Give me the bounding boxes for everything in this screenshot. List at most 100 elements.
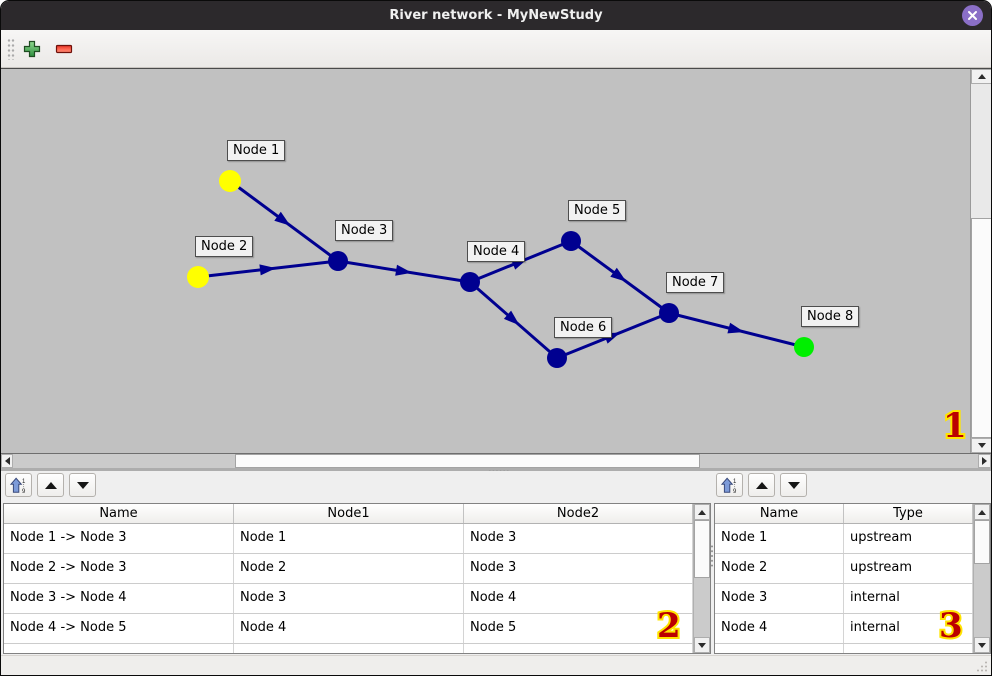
vertical-scroll-thumb[interactable] [971, 218, 991, 438]
table-cell[interactable]: Node 1 [715, 524, 844, 553]
table-cell[interactable]: Node 4 [464, 584, 693, 613]
horizontal-scroll-thumb[interactable] [235, 454, 700, 468]
nodes-sort-button[interactable]: 1 9 [716, 473, 743, 497]
nodes-move-down-button[interactable] [780, 473, 807, 497]
toolbar-drag-handle[interactable] [7, 38, 15, 60]
table-cell[interactable]: Node 3 -> Node 4 [4, 584, 234, 613]
vertical-scroll-thumb[interactable] [974, 520, 990, 564]
add-button[interactable] [20, 37, 43, 60]
node-label[interactable]: Node 3 [335, 220, 394, 241]
node-label[interactable]: Node 6 [554, 317, 613, 338]
river-node[interactable] [187, 266, 209, 288]
scroll-down-button[interactable] [694, 637, 710, 653]
table-cell[interactable]: Node 4 [715, 614, 844, 643]
table-cell[interactable]: Node 5 [464, 614, 693, 643]
table-cell[interactable]: Node 2 -> Node 3 [4, 554, 234, 583]
svg-text:9: 9 [733, 489, 737, 494]
empty-cell [464, 644, 693, 653]
empty-cell [844, 644, 973, 653]
vertical-splitter[interactable] [710, 544, 714, 568]
table-cell[interactable]: Node 4 [234, 614, 464, 643]
column-header[interactable]: Name [4, 504, 234, 523]
table-cell[interactable]: internal [844, 584, 973, 613]
empty-row [4, 644, 710, 653]
close-button[interactable] [962, 5, 983, 26]
triangle-right-icon [982, 457, 987, 465]
links-sort-button[interactable]: 1 9 [5, 473, 32, 497]
triangle-down-icon [977, 443, 986, 448]
table-cell[interactable]: Node 1 -> Node 3 [4, 524, 234, 553]
river-node[interactable] [547, 348, 567, 368]
column-header[interactable]: Type [844, 504, 973, 523]
table-cell[interactable]: upstream [844, 524, 973, 553]
vertical-scroll-thumb[interactable] [694, 520, 710, 578]
remove-button[interactable] [52, 37, 75, 60]
table-cell[interactable]: Node 3 [234, 584, 464, 613]
node-label[interactable]: Node 7 [666, 272, 725, 293]
scroll-up-button[interactable] [971, 69, 991, 84]
scroll-up-button[interactable] [694, 504, 710, 520]
column-header[interactable]: Node1 [234, 504, 464, 523]
triangle-down-icon [978, 642, 986, 648]
triangle-up-icon [978, 509, 986, 515]
edge-arrow-icon [259, 264, 276, 276]
node-label[interactable]: Node 4 [467, 241, 526, 262]
table-cell[interactable]: Node 4 -> Node 5 [4, 614, 234, 643]
resize-grip-icon[interactable] [976, 660, 988, 672]
table-cell[interactable]: upstream [844, 554, 973, 583]
nodes-move-up-button[interactable] [748, 473, 775, 497]
table-cell[interactable]: Node 3 [464, 524, 693, 553]
triangle-down-icon [787, 481, 800, 489]
table-cell[interactable]: Node 3 [715, 584, 844, 613]
scroll-down-button[interactable] [971, 438, 991, 453]
river-node[interactable] [794, 337, 814, 357]
triangle-up-icon [698, 509, 706, 515]
column-header[interactable]: Node2 [464, 504, 693, 523]
horizontal-splitter[interactable] [1, 468, 991, 471]
canvas-horizontal-scrollbar[interactable] [1, 453, 991, 468]
node-label[interactable]: Node 2 [195, 236, 254, 257]
triangle-left-icon [4, 457, 10, 465]
empty-row [715, 644, 990, 653]
river-node[interactable] [219, 170, 241, 192]
network-canvas[interactable]: Node 1 Node 2 Node 3 Node 4 Node 5 Node 6 Node… [1, 69, 991, 453]
links-move-down-button[interactable] [69, 473, 96, 497]
nodes-table-scrollbar[interactable] [973, 504, 990, 653]
table-cell[interactable]: Node 1 [234, 524, 464, 553]
table-cell[interactable]: Node 3 [464, 554, 693, 583]
scroll-up-button[interactable] [974, 504, 990, 520]
canvas-vertical-scrollbar[interactable] [970, 69, 991, 453]
scroll-left-button[interactable] [1, 454, 13, 468]
table-cell[interactable]: internal [844, 614, 973, 643]
node-label[interactable]: Node 1 [227, 140, 286, 161]
river-node[interactable] [460, 272, 480, 292]
triangle-up-icon [44, 481, 57, 489]
table-cell[interactable]: Node 2 [715, 554, 844, 583]
main-toolbar [1, 30, 991, 68]
links-table-scrollbar[interactable] [693, 504, 710, 653]
node-label[interactable]: Node 8 [801, 306, 860, 327]
table-cell[interactable]: Node 2 [234, 554, 464, 583]
node-label[interactable]: Node 5 [568, 200, 627, 221]
scroll-right-button[interactable] [978, 454, 991, 468]
river-node[interactable] [328, 251, 348, 271]
links-move-up-button[interactable] [37, 473, 64, 497]
scroll-down-button[interactable] [974, 637, 990, 653]
river-node[interactable] [659, 303, 679, 323]
river-network-diagram [187, 170, 814, 368]
column-header[interactable]: Name [715, 504, 844, 523]
edge-arrow-icon [727, 322, 745, 334]
river-node[interactable] [561, 231, 581, 251]
